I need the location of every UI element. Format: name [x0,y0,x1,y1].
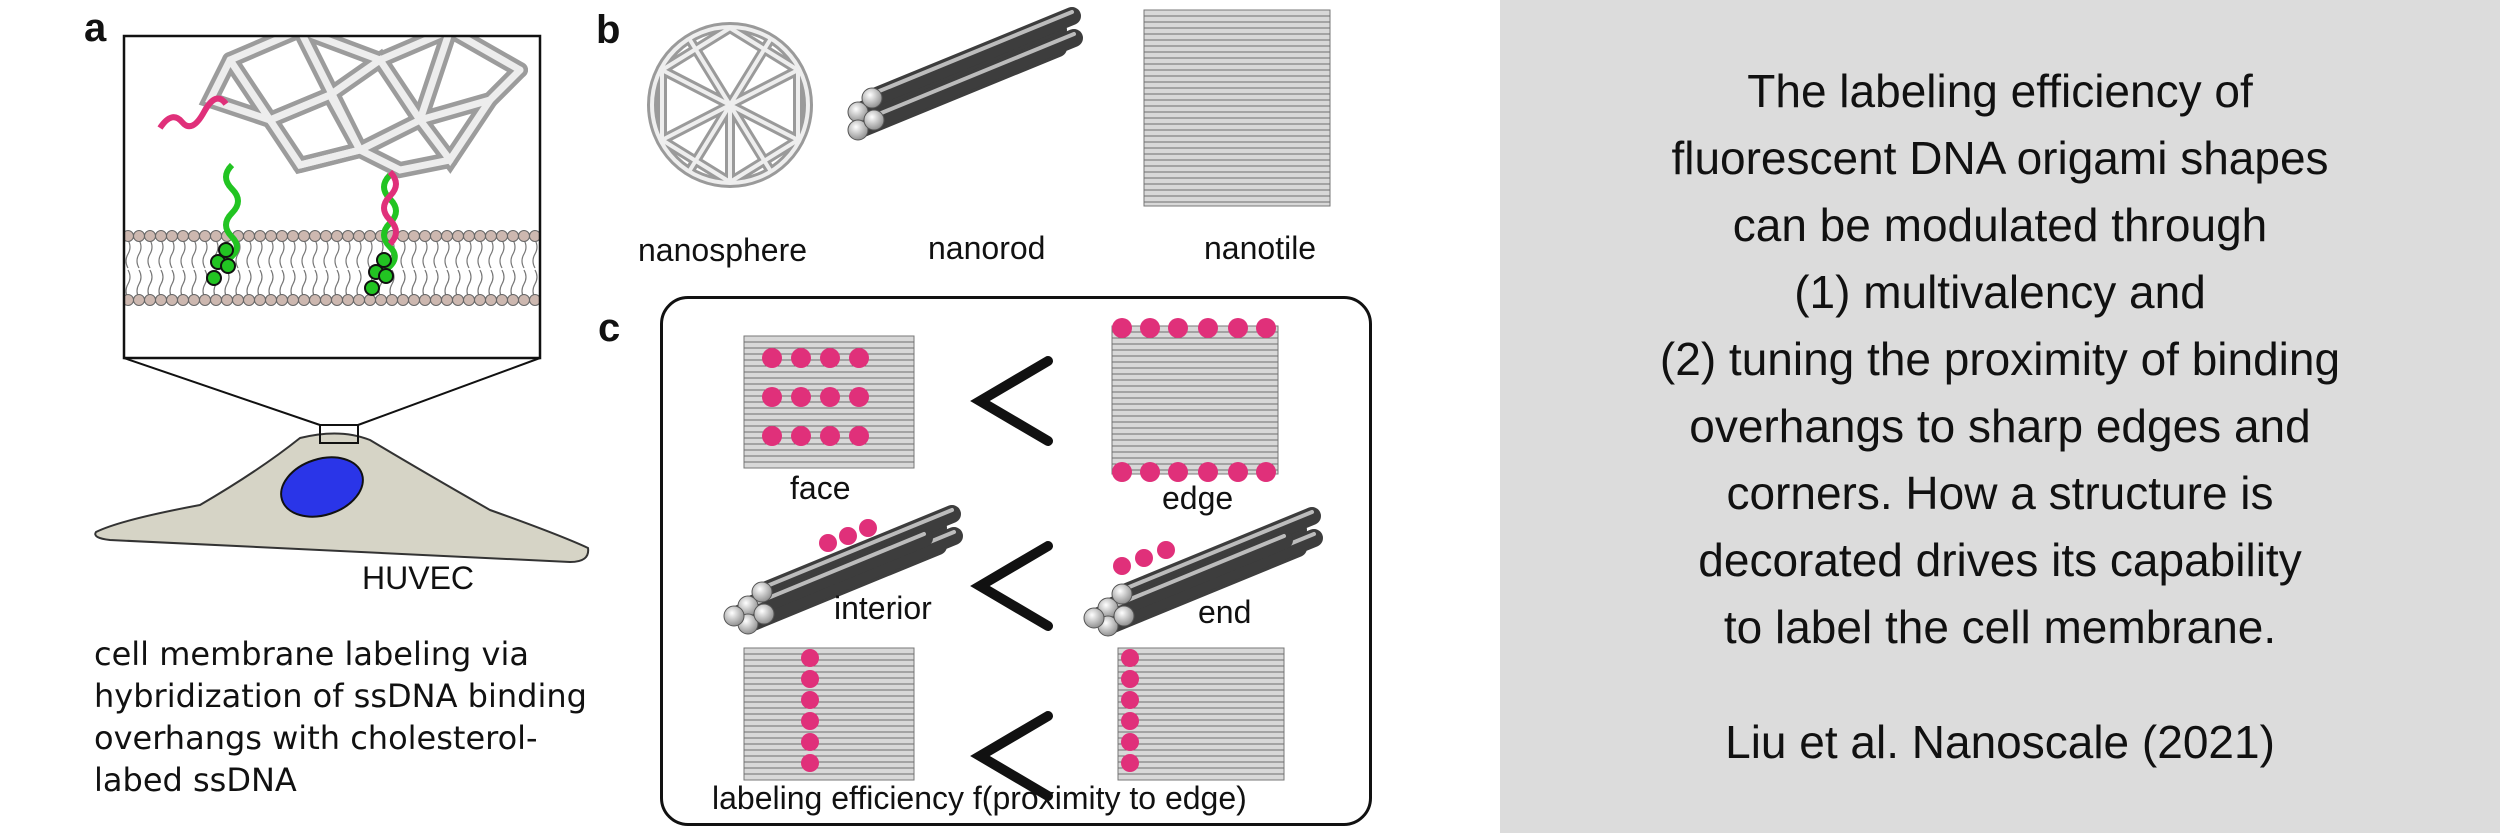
binding-overhang-dot [801,649,819,667]
binding-overhang-dot [1121,670,1139,688]
tile-edge-line-decorated [1117,647,1285,781]
tile-edge-decorated [1111,318,1279,482]
shape-label-nanosphere: nanosphere [638,232,808,268]
nanotile-shape [1143,9,1331,207]
binding-overhang-dot [820,348,840,368]
panel-b-letter: b [596,8,621,52]
panel-b-diagram [647,7,1331,207]
binding-overhang-dot [1112,462,1132,482]
summary-line: The labeling efficiency of [1747,65,2253,117]
nanorod-shape [847,7,1083,141]
panel-a-letter: a [84,6,107,50]
binding-overhang-dot [1121,733,1139,751]
row-label-interior: interior [834,590,932,626]
zoom-region-marker [319,424,359,444]
panel-c-letter: c [598,306,621,350]
binding-overhang-dot [1113,557,1131,575]
rod-end-decorated [1083,507,1323,637]
binding-overhang-dot [801,712,819,730]
cholesterol-anchor-2 [364,252,394,296]
less-than-symbol [970,541,1053,631]
binding-overhang-dot [1256,462,1276,482]
caption-line: cell membrane labeling via [94,635,529,673]
binding-overhang-dot [1121,754,1139,772]
binding-overhang-dot [1112,318,1132,338]
binding-overhang-dot [1198,318,1218,338]
binding-overhang-dot [1140,318,1160,338]
binding-overhang-dot [762,426,782,446]
binding-overhang-dot [1228,318,1248,338]
nanosphere-cage-closeup [198,36,528,179]
citation: Liu et al. Nanoscale (2021) [1725,716,2275,768]
panel-a-diagram [94,34,590,564]
less-than-symbol [970,711,1053,801]
summary-line: overhangs to sharp edges and [1689,400,2311,452]
hybridized-duplex [381,169,399,247]
less-than-symbol [970,356,1053,446]
binding-overhang-dot [762,387,782,407]
binding-overhang-dot [1256,318,1276,338]
free-ssdna-strand [157,95,229,130]
summary-line: can be modulated through [1732,199,2268,251]
row-label-end: end [1198,594,1252,630]
panel-a-caption: cell membrane labeling via hybridization… [94,633,587,801]
binding-overhang-dot [801,733,819,751]
binding-overhang-dot [849,387,869,407]
caption-line: labed ssDNA [94,761,297,799]
row-label-edge: edge [1162,480,1234,516]
binding-overhang-dot [819,534,837,552]
binding-overhang-dot [1157,541,1175,559]
summary-panel: The labeling efficiency of fluorescent D… [1500,0,2500,833]
tile-face-decorated [743,335,915,469]
binding-overhang-dot [791,387,811,407]
summary-line: (2) tuning the proximity of binding [1659,333,2341,385]
lipid-bilayer [124,230,540,306]
binding-overhang-dot [1140,462,1160,482]
summary-line: decorated drives its capability [1698,534,2302,586]
cholesterol-ssdna-strand [223,162,241,264]
binding-overhang-dot [1121,712,1139,730]
summary-line: corners. How a structure is [1726,467,2274,519]
cell-label: HUVEC [362,560,475,596]
binding-overhang-dot [859,519,877,537]
binding-overhang-dot [801,691,819,709]
summary-line: (1) multivalency and [1794,266,2206,318]
binding-overhang-dot [801,754,819,772]
panel-c-bottom-label: labeling efficiency f(proximity to edge) [712,780,1247,816]
binding-overhang-dot [820,426,840,446]
zoom-inset [124,36,540,358]
shape-label-nanorod: nanorod [928,230,1046,266]
panel-c-diagram [723,318,1323,801]
shape-label-nanotile: nanotile [1204,230,1317,266]
nanosphere-shape [647,22,813,188]
binding-overhang-dot [849,348,869,368]
rod-interior-decorated [723,505,963,635]
binding-overhang-dot [1198,462,1218,482]
binding-overhang-dot [1121,691,1139,709]
binding-overhang-dot [1121,649,1139,667]
caption-line: overhangs with cholesterol- [94,719,538,757]
binding-overhang-dot [820,387,840,407]
binding-overhang-dot [1135,549,1153,567]
binding-overhang-dot [791,426,811,446]
binding-overhang-dot [849,426,869,446]
binding-overhang-dot [839,527,857,545]
caption-line: hybridization of ssDNA binding [94,677,587,715]
summary-line: fluorescent DNA origami shapes [1671,132,2329,184]
tile-center-line-decorated [743,647,915,781]
binding-overhang-dot [1228,462,1248,482]
summary-line: to label the cell membrane. [1723,601,2277,653]
cell-nucleus [280,456,364,518]
summary-text: The labeling efficiency of fluorescent D… [1500,58,2500,661]
binding-overhang-dot [1168,462,1188,482]
binding-overhang-dot [1168,318,1188,338]
row-label-face: face [790,470,851,506]
binding-overhang-dot [791,348,811,368]
binding-overhang-dot [801,670,819,688]
cholesterol-anchor [206,242,236,286]
binding-overhang-dot [762,348,782,368]
